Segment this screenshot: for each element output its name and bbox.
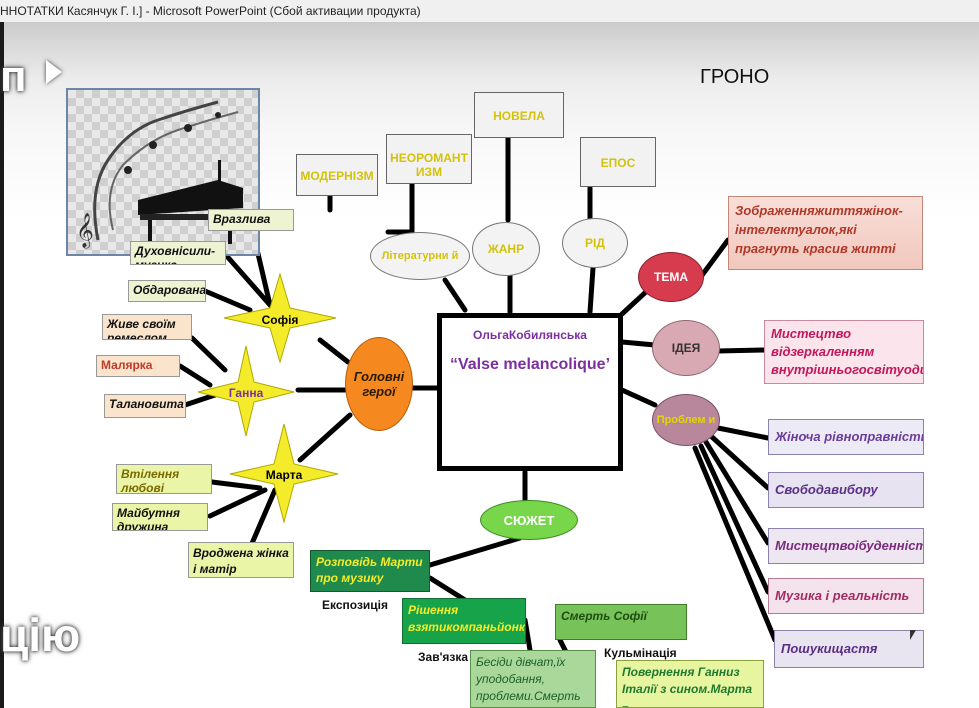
marta-trait-1: Втілення любові — [116, 464, 212, 494]
genre-oval: ЖАНР — [472, 222, 540, 276]
sofia-trait-3: Обдарована — [128, 280, 206, 302]
sofia-star: Софія — [223, 272, 337, 364]
center-work-box: ОльгаКобилянська “Valse melancolique’ — [437, 313, 623, 471]
plot-step-4: Бесіди дівчат,їх уподобання, проблеми.См… — [470, 650, 596, 708]
hanna-star: Ганна — [197, 345, 295, 437]
marta-label: Марта — [266, 468, 303, 482]
play-icon[interactable] — [46, 60, 62, 84]
slide-title: ГРОНО — [700, 66, 770, 88]
plot-label-1: Експозиція — [322, 598, 388, 612]
marta-trait-3: Вроджена жінка і матір — [188, 542, 294, 578]
center-work-title: “Valse melancolique’ — [449, 356, 611, 373]
video-overlay-letter: п — [0, 52, 27, 101]
center-author: ОльгаКобилянська — [473, 328, 587, 342]
piano-music-icon: 𝄞 — [76, 100, 243, 249]
hanna-trait-3: Талановита — [104, 394, 186, 418]
novela-box: НОВЕЛА — [474, 92, 564, 138]
plot-step-1: Розповідь Марти про музику — [310, 550, 430, 592]
theme-oval: ТЕМА — [638, 252, 704, 302]
problem-item-4: Музика і реальність — [768, 578, 924, 614]
plot-label-2: Зав'язка — [418, 650, 469, 664]
window-title-bar: ННОТАТКИ Касянчук Г. І.] - Microsoft Pow… — [0, 0, 979, 23]
idea-text-box: Мистецтво відзеркаленням внутрішньогосві… — [764, 320, 924, 384]
hanna-label: Ганна — [229, 386, 264, 400]
modernism-box: МОДЕРНІЗМ — [296, 154, 378, 196]
plot-oval: СЮЖЕТ — [480, 500, 578, 540]
problem-item-5: Пошукищастя — [774, 630, 924, 668]
problem-item-3: Мистецтвоібуденність — [768, 528, 924, 564]
idea-oval: ІДЕЯ — [652, 320, 720, 376]
plot-step-5: Повернення Ганниз Італії з сином.Марта – — [616, 660, 764, 708]
epos-box: ЕПОС — [580, 137, 656, 187]
sofia-trait-2: Духовнісили- музика — [130, 241, 226, 265]
problem-item-1: Жіноча рівноправність — [768, 419, 924, 455]
mouse-cursor-icon — [910, 630, 916, 640]
window-title: ННОТАТКИ Касянчук Г. І.] - Microsoft Pow… — [0, 4, 421, 18]
neoromantism-box: НЕОРОМАНТ ИЗМ — [386, 134, 472, 184]
literary-direction-oval: Літературни й — [370, 232, 470, 280]
problem-item-2: Свободавибору — [768, 472, 924, 508]
video-overlay-caption: цію — [0, 609, 81, 661]
theme-text-box: Зображенняжиттяжінок-інтелектуалок,які п… — [728, 196, 923, 270]
plot-step-2: Рішення взятикомпаньйонку — [402, 598, 526, 644]
hanna-trait-1: Живе своїм ремеслом — [102, 314, 192, 340]
marta-star: Марта — [229, 423, 339, 524]
svg-text:𝄞: 𝄞 — [76, 213, 94, 249]
plot-label-3: Кульмінація — [604, 646, 677, 660]
problems-oval: Проблем и — [652, 394, 720, 446]
marta-trait-2: Майбутня дружина — [112, 503, 208, 531]
sofia-trait-1: Вразлива — [208, 209, 294, 231]
sofia-label: Софія — [262, 313, 299, 327]
hanna-trait-2: Малярка — [96, 355, 180, 377]
plot-step-3: Смерть Софії — [555, 604, 687, 640]
main-heroes-oval: Головні герої — [345, 337, 413, 431]
kind-oval: РІД — [562, 218, 628, 268]
left-edge — [0, 22, 4, 708]
